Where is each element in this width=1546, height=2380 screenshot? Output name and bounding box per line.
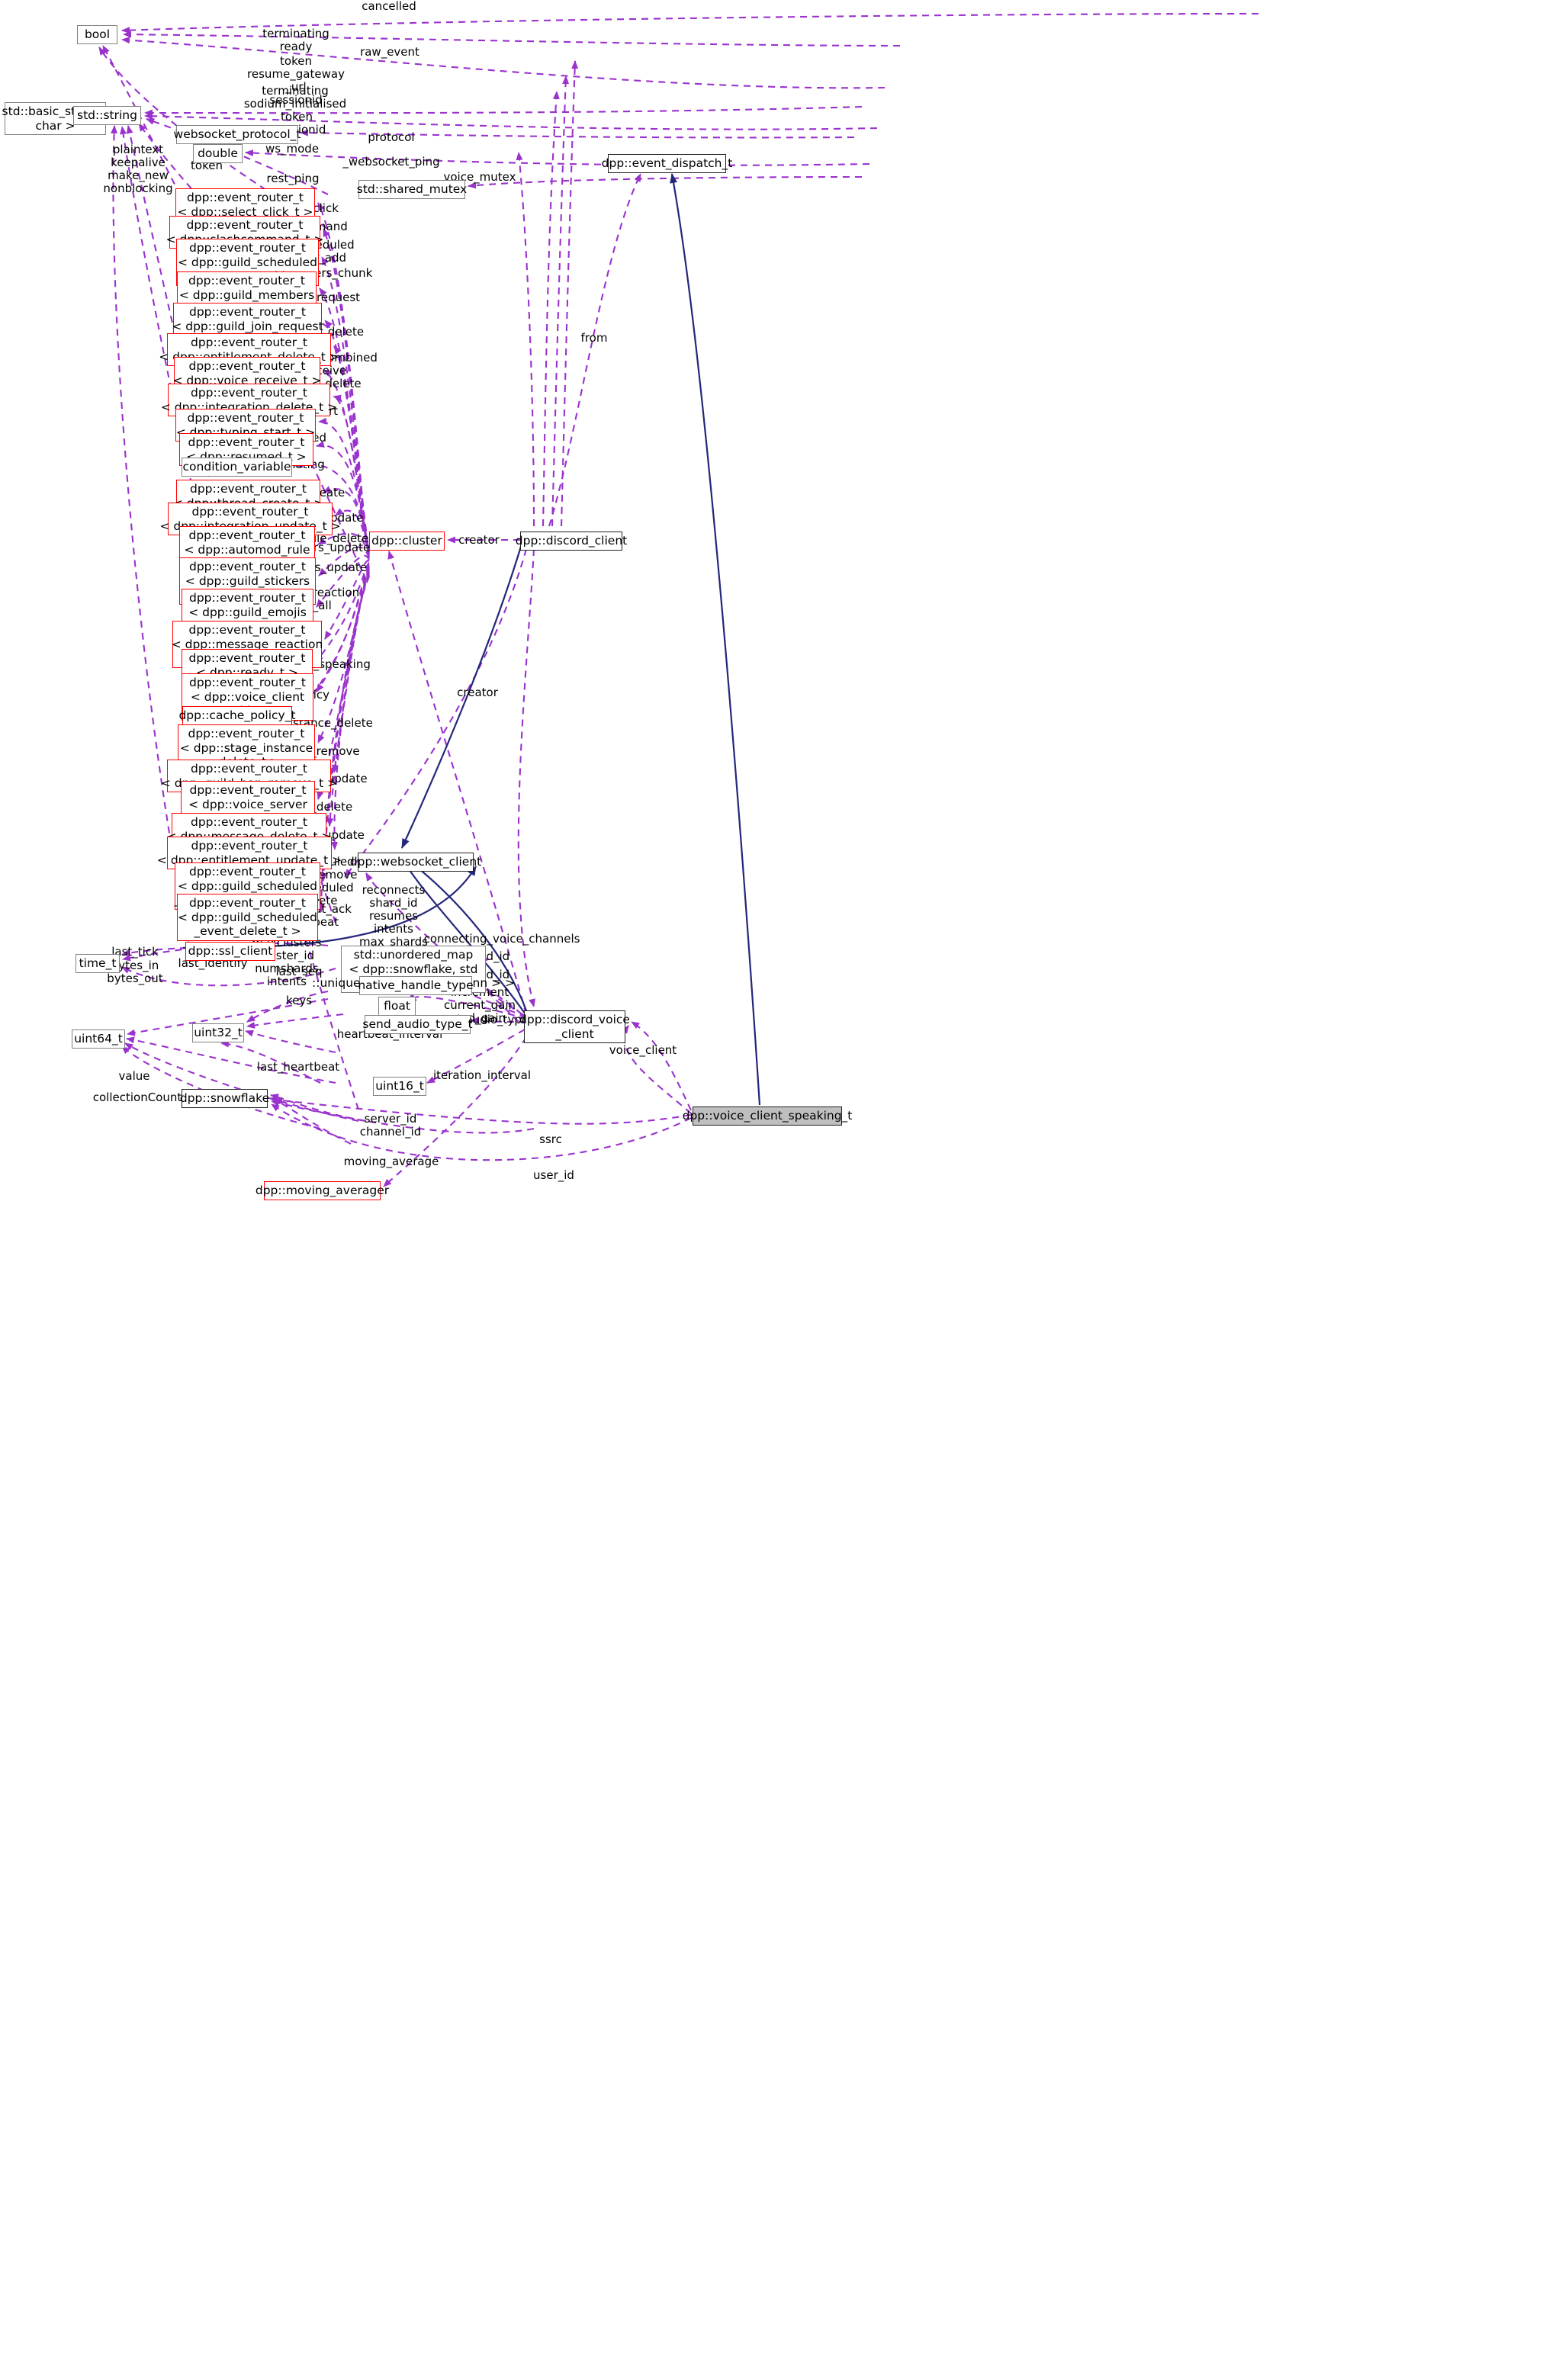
class-node-cache_policy_t[interactable]: dpp::cache_policy_t (178, 706, 296, 725)
class-node-websocket_protocol_t[interactable]: websocket_protocol_t (174, 125, 301, 144)
edge-label-connecting_vc: connecting_voice_channels (423, 932, 580, 946)
class-node-double[interactable]: double (193, 144, 243, 163)
edge-label-terminating_ready: terminating ready (262, 27, 329, 53)
edge-label-creator1: creator (458, 533, 500, 547)
edge-label-plaintext_group: plaintext keepalive make_new nonblocking (103, 143, 173, 195)
class-node-send_audio_type_t[interactable]: send_audio_type_t (362, 1015, 473, 1034)
edge-label-voice_client: voice_client (609, 1043, 677, 1057)
edge-label-ssrc: ssrc (539, 1132, 562, 1146)
class-node-websocket_client[interactable]: dpp::websocket_client (350, 853, 481, 872)
class-node-moving_averager[interactable]: dpp::moving_averager (256, 1181, 389, 1200)
edge-label-from: from (580, 331, 608, 345)
edge-label-last_heartbeat: last_heartbeat (256, 1060, 340, 1074)
class-node-bool[interactable]: bool (77, 25, 117, 44)
edge-label-raw_event: raw_event (360, 45, 419, 59)
edge-label-ws_mode: ws_mode (265, 142, 320, 156)
edge-label-cancelled: cancelled (362, 0, 416, 13)
class-node-event_dispatch_t[interactable]: dpp::event_dispatch_t (602, 154, 732, 173)
edge-label-creator2: creator (457, 686, 498, 699)
class-node-discord_voice_client[interactable]: dpp::discord_voice _client (519, 1010, 630, 1043)
edge-label-user_id: user_id (533, 1168, 574, 1182)
class-node-uint64_t[interactable]: uint64_t (72, 1029, 125, 1049)
class-node-float[interactable]: float (378, 997, 416, 1016)
edge-label-server_channel_id: server_id channel_id (359, 1112, 422, 1139)
edge-label-keys: keys (285, 994, 313, 1007)
class-node-ssl_client[interactable]: dpp::ssl_client (185, 942, 275, 961)
edge-label-iteration_interval: iteration_interval (432, 1068, 532, 1082)
class-node-snowflake[interactable]: dpp::snowflake (180, 1089, 269, 1108)
edge-label-rest_ping: rest_ping (266, 172, 320, 185)
class-node-voice_client_speaking_t[interactable]: dpp::voice_client_speaking_t (683, 1106, 852, 1126)
class-node-shared_mutex[interactable]: std::shared_mutex (357, 180, 467, 199)
edge-label-moving_average: moving_average (343, 1155, 439, 1168)
edge-label-websocket_ping: _websocket_ping (342, 155, 440, 169)
class-node-uint32_t[interactable]: uint32_t (192, 1023, 244, 1042)
edge-label-term_sodium: terminating sodium_initialised (243, 84, 347, 111)
edge-label-value: value (118, 1069, 150, 1083)
class-node-discord_client[interactable]: dpp::discord_client (516, 532, 627, 551)
class-node-time_t[interactable]: time_t (76, 954, 120, 973)
class-node-uint16_t[interactable]: uint16_t (373, 1077, 426, 1096)
edge-label-protocol: protocol (368, 130, 415, 144)
class-node-native_handle_type[interactable]: native_handle_type (358, 976, 474, 995)
edge-label-collectionCount: collectionCount (92, 1090, 182, 1104)
class-node-er_gs_event_delete[interactable]: dpp::event_router_t < dpp::guild_schedul… (177, 894, 318, 941)
class-node-cluster[interactable]: dpp::cluster (369, 532, 445, 551)
class-node-string[interactable]: std::string (73, 106, 141, 125)
class-node-condition_variable[interactable]: condition_variable (182, 458, 292, 477)
